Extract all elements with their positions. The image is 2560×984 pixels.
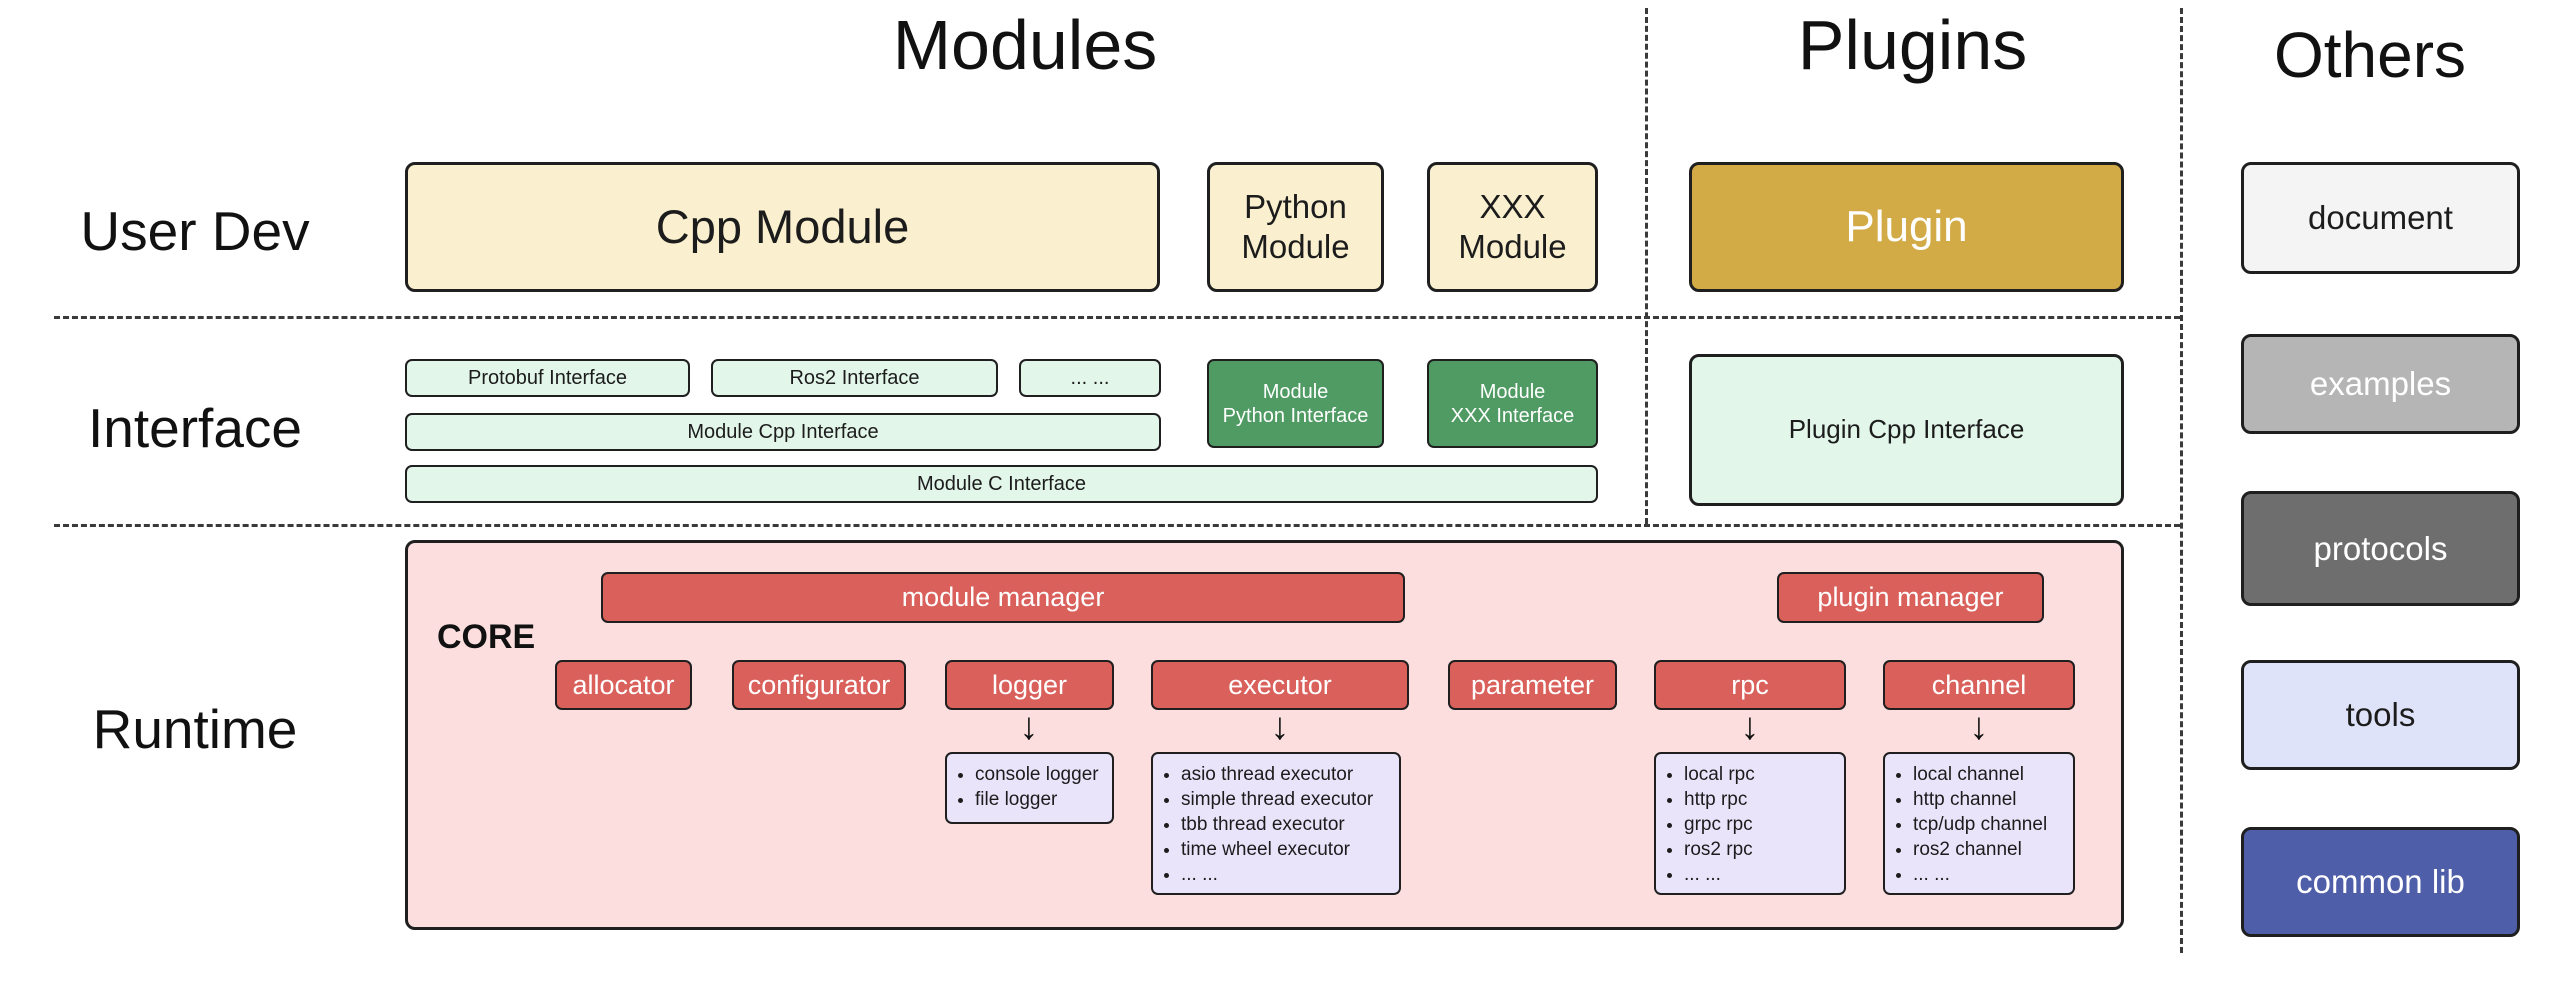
list-item: ... ... — [1684, 862, 1755, 887]
module-python-interface-line1: Module — [1262, 380, 1329, 403]
common-lib-box: common lib — [2241, 827, 2520, 937]
protobuf-interface-box: Protobuf Interface — [405, 359, 690, 397]
plugin-cpp-interface-box: Plugin Cpp Interface — [1689, 354, 2124, 506]
list-item: ros2 channel — [1913, 837, 2047, 862]
module-c-interface-box: Module C Interface — [405, 465, 1598, 503]
plugins-others-divider — [2180, 8, 2183, 953]
module-manager-bar: module manager — [601, 572, 1405, 623]
allocator-box: allocator — [555, 660, 692, 710]
list-item: tbb thread executor — [1181, 812, 1373, 837]
row-label-runtime: Runtime — [92, 698, 298, 760]
list-item: local channel — [1913, 762, 2047, 787]
row-label-user-dev: User Dev — [80, 200, 310, 262]
row-label-interface: Interface — [87, 397, 302, 459]
rpc-box: rpc — [1654, 660, 1846, 710]
module-python-interface-box: Module Python Interface — [1207, 359, 1384, 448]
executor-detail-box: asio thread executorsimple thread execut… — [1151, 752, 1401, 895]
list-item: ros2 rpc — [1684, 837, 1755, 862]
module-xxx-interface-box: Module XXX Interface — [1427, 359, 1598, 448]
rpc-detail-list: local rpchttp rpcgrpc rpcros2 rpc... ... — [1660, 762, 1755, 887]
configurator-box: configurator — [732, 660, 906, 710]
plugin-manager-bar: plugin manager — [1777, 572, 2044, 623]
list-item: file logger — [975, 787, 1099, 812]
ros2-interface-box: Ros2 Interface — [711, 359, 998, 397]
logger-detail-box: console loggerfile logger — [945, 752, 1114, 824]
down-arrow-icon: ↓ — [1270, 706, 1290, 748]
module-xxx-interface-line2: XXX Interface — [1450, 404, 1575, 427]
others-column-header: Others — [2273, 19, 2467, 91]
list-item: simple thread executor — [1181, 787, 1373, 812]
interface-runtime-divider — [54, 524, 2180, 527]
document-box: document — [2241, 162, 2520, 274]
examples-box: examples — [2241, 334, 2520, 434]
list-item: console logger — [975, 762, 1099, 787]
module-python-interface-line2: Python Interface — [1222, 404, 1369, 427]
python-module-box: Python Module — [1207, 162, 1384, 292]
list-item: http channel — [1913, 787, 2047, 812]
modules-plugins-divider — [1645, 8, 1648, 524]
logger-detail-list: console loggerfile logger — [951, 762, 1099, 812]
plugin-box: Plugin — [1689, 162, 2124, 292]
modules-column-header: Modules — [892, 6, 1158, 84]
protocols-box: protocols — [2241, 491, 2520, 606]
channel-detail-box: local channelhttp channeltcp/udp channel… — [1883, 752, 2075, 895]
ellipsis-interface-box: ... ... — [1019, 359, 1161, 397]
channel-box: channel — [1883, 660, 2075, 710]
down-arrow-icon: ↓ — [1019, 706, 1039, 748]
module-cpp-interface-box: Module Cpp Interface — [405, 413, 1161, 451]
logger-box: logger — [945, 660, 1114, 710]
cpp-module-box: Cpp Module — [405, 162, 1160, 292]
parameter-box: parameter — [1448, 660, 1617, 710]
executor-box: executor — [1151, 660, 1409, 710]
tools-box: tools — [2241, 660, 2520, 770]
list-item: tcp/udp channel — [1913, 812, 2047, 837]
down-arrow-icon: ↓ — [1740, 706, 1760, 748]
down-arrow-icon: ↓ — [1969, 706, 1989, 748]
list-item: ... ... — [1913, 862, 2047, 887]
executor-detail-list: asio thread executorsimple thread execut… — [1157, 762, 1373, 887]
plugins-column-header: Plugins — [1797, 6, 2028, 84]
xxx-module-box: XXX Module — [1427, 162, 1598, 292]
list-item: local rpc — [1684, 762, 1755, 787]
list-item: asio thread executor — [1181, 762, 1373, 787]
rpc-detail-box: local rpchttp rpcgrpc rpcros2 rpc... ... — [1654, 752, 1846, 895]
module-xxx-interface-line1: Module — [1479, 380, 1546, 403]
list-item: ... ... — [1181, 862, 1373, 887]
list-item: time wheel executor — [1181, 837, 1373, 862]
channel-detail-list: local channelhttp channeltcp/udp channel… — [1889, 762, 2047, 887]
list-item: grpc rpc — [1684, 812, 1755, 837]
list-item: http rpc — [1684, 787, 1755, 812]
core-label: CORE — [437, 618, 536, 656]
userdev-interface-divider — [54, 316, 2180, 319]
